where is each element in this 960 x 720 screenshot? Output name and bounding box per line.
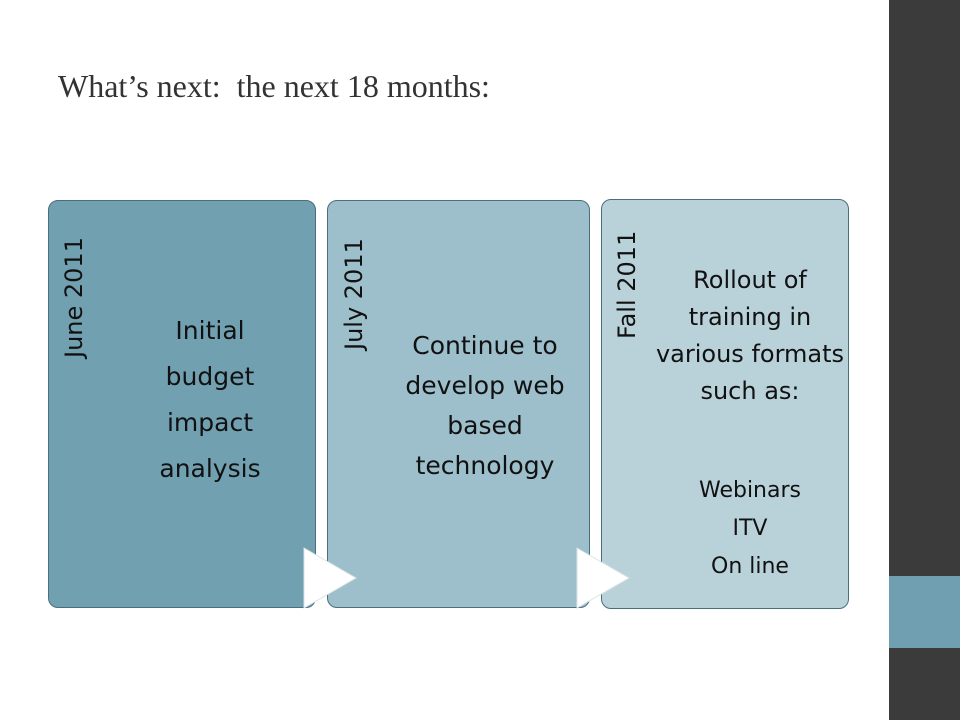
chevron-right-arrow-icon <box>576 547 631 609</box>
description-fall: Rollout of training in various formats s… <box>655 266 845 405</box>
training-format-list: Webinars ITV On line <box>652 472 848 586</box>
chevron-right-arrow-icon <box>303 547 358 609</box>
slide-title: What’s next: the next 18 months: <box>58 68 490 104</box>
description-june: Initial budget impact analysis <box>159 316 261 483</box>
right-accent-block <box>889 576 960 648</box>
timeline-panel-june <box>48 200 316 608</box>
timeline-panel-july <box>327 200 590 608</box>
description-july: Continue to develop web based technology <box>405 331 565 480</box>
training-format-item: ITV <box>732 516 768 541</box>
period-label-fall: Fall 2011 <box>613 230 641 339</box>
training-format-item: Webinars <box>698 478 801 503</box>
period-label-june: June 2011 <box>60 237 88 358</box>
timeline-panel-fall <box>601 199 849 609</box>
training-format-item: On line <box>711 554 789 579</box>
period-label-july: July 2011 <box>340 238 368 350</box>
